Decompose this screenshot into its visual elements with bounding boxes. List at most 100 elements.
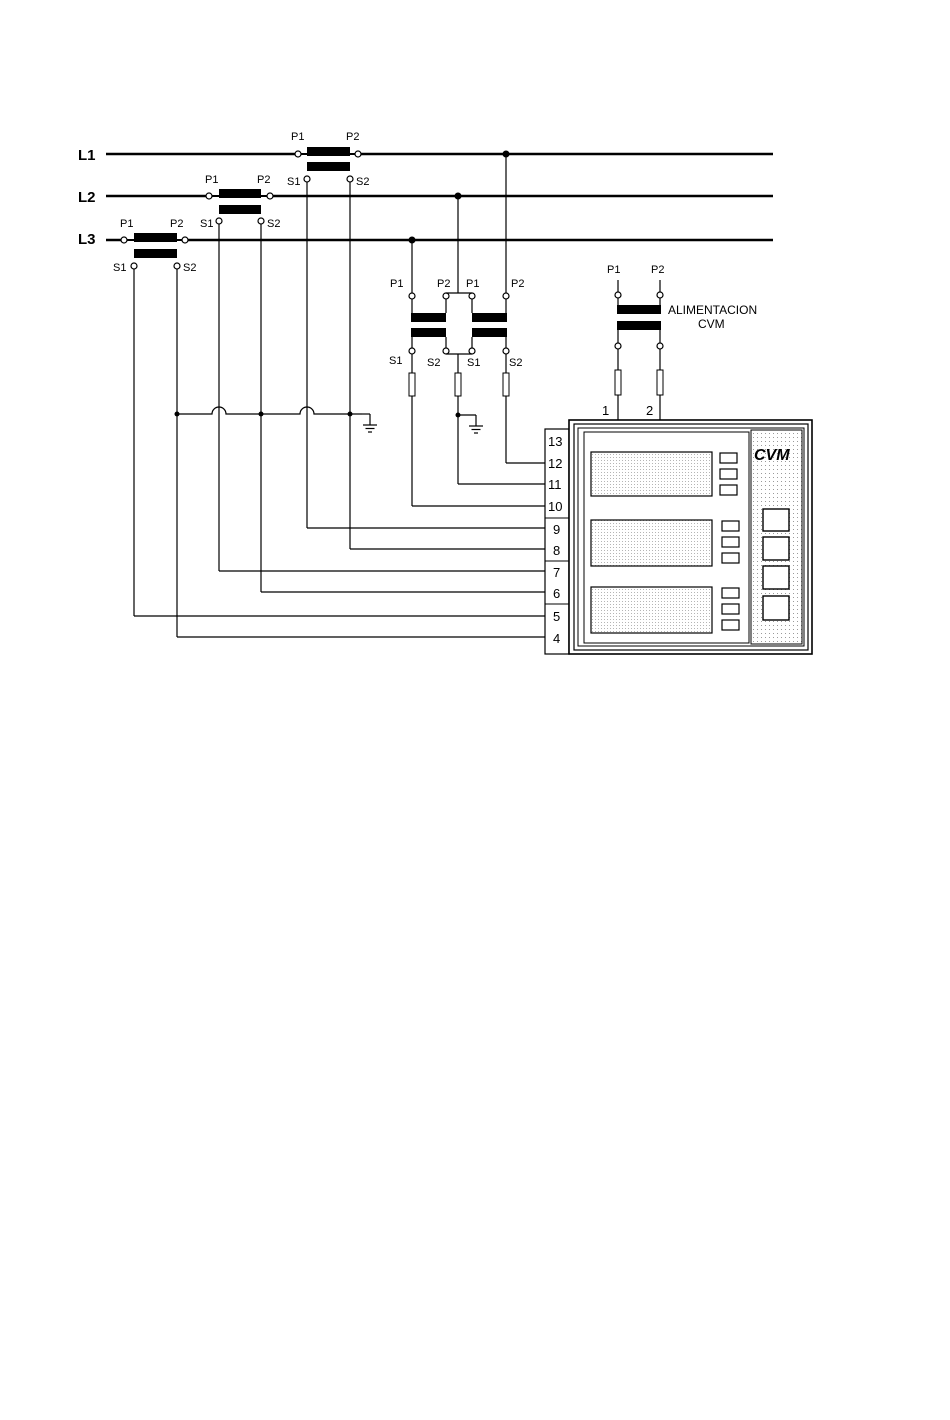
cvm-indicator [722,537,739,547]
phase-lines: L1 L2 L3 [78,147,773,248]
vt1-p1-label: P1 [390,278,403,290]
junction-dot [455,193,462,200]
terminal-6: 6 [553,586,560,601]
fuse-icon [503,373,509,396]
ground-icon [362,414,377,432]
vt2-s1-terminal [469,348,475,354]
supply-primary-core [617,305,661,314]
vt1-p2-label: P2 [437,278,450,290]
supply-transformer: P1 P2 ALIMENTACION CVM 1 2 [602,264,757,420]
supply-s2-terminal [657,343,663,349]
ct-l1-secondary-core [307,162,350,171]
vt1-p2-terminal [443,293,449,299]
terminal-4: 4 [553,631,560,646]
cvm-indicator [722,588,739,598]
ct-l3: P1 P2 S1 S2 [113,218,196,274]
supply-p2-terminal [657,292,663,298]
fuse-icon [657,370,663,395]
vt1-s2-terminal [443,348,449,354]
vt1-s2-label: S2 [427,357,440,369]
junction-dot [259,412,264,417]
ground-icon [458,415,483,433]
vt2-s2-label: S2 [509,357,522,369]
supply-note-line2: CVM [698,317,725,331]
ct-l3-p2-terminal [182,237,188,243]
vt1-primary-core [411,313,446,322]
ct-l3-secondary-core [134,249,177,258]
voltage-transformers: P1 P2 P1 P2 S1 S2 S1 S2 [389,151,545,507]
ct-l2-s2-label: S2 [267,218,280,230]
supply-p2-label: P2 [651,264,664,276]
vt1-s1-label: S1 [389,355,402,367]
line-label-l3: L3 [78,231,96,248]
ct-l1-p2-terminal [355,151,361,157]
ct-l2-primary-core [219,189,261,198]
ct-l1-s2-terminal [347,176,353,182]
common-secondary-bus [177,407,362,414]
vt2-primary-core [472,313,507,322]
cvm-indicator [720,485,737,495]
terminal-12: 12 [548,456,562,471]
vt2-s1-label: S1 [467,357,480,369]
supply-p1-terminal [615,292,621,298]
vt1-p1-terminal [409,293,415,299]
cvm-display-1 [591,452,712,496]
cvm-indicator [722,620,739,630]
terminal-13: 13 [548,434,562,449]
ct-l3-p2-label: P2 [170,218,183,230]
terminal-9: 9 [553,522,560,537]
cvm-key-3 [763,566,789,589]
terminal-8: 8 [553,543,560,558]
cvm-indicator [722,604,739,614]
ct-l1-s1-terminal [304,176,310,182]
cvm-indicator [722,521,739,531]
ct-l1-p2-label: P2 [346,131,359,143]
ct-l1-p1-label: P1 [291,131,304,143]
vt1-secondary-core [411,328,446,337]
fuse-icon [615,370,621,395]
ct-l1: P1 P2 S1 S2 [287,131,369,188]
cvm-indicator [722,553,739,563]
cvm-indicator [720,453,737,463]
ct-l3-p1-terminal [121,237,127,243]
terminal-11: 11 [548,477,562,492]
terminal-10: 10 [548,499,562,514]
vt1-s1-terminal [409,348,415,354]
ct-l2-s1-terminal [216,218,222,224]
vt2-p2-label: P2 [511,278,524,290]
ct-l2-s2-terminal [258,218,264,224]
ct-l2: P1 P2 S1 S2 [200,174,280,230]
ct-l3-s1-label: S1 [113,262,126,274]
junction-dot [348,412,353,417]
ct-l2-p1-label: P1 [205,174,218,186]
ct-secondary-wiring [134,182,545,637]
cvm-display-2 [591,520,712,566]
cvm-key-2 [763,537,789,560]
junction-dot [409,237,416,244]
supply-terminal-2-label: 2 [646,403,653,418]
terminal-block: 13 12 11 10 9 8 7 6 5 4 [545,429,569,654]
supply-p1-label: P1 [607,264,620,276]
vt2-secondary-core [472,328,507,337]
vt2-p2-terminal [503,293,509,299]
line-label-l1: L1 [78,147,96,164]
line-label-l2: L2 [78,189,96,206]
ct-l1-primary-core [307,147,350,156]
ct-l2-s1-label: S1 [200,218,213,230]
ct-l3-s2-terminal [174,263,180,269]
cvm-device: CVM [569,420,812,654]
terminal-5: 5 [553,609,560,624]
cvm-key-1 [763,509,789,531]
supply-terminal-1-label: 1 [602,403,609,418]
fuse-icon [455,373,461,396]
ct-l3-s2-label: S2 [183,262,196,274]
vt2-p1-label: P1 [466,278,479,290]
ct-l1-p1-terminal [295,151,301,157]
ct-l3-s1-terminal [131,263,137,269]
ct-l2-p1-terminal [206,193,212,199]
cvm-title: CVM [754,447,790,464]
vt2-s2-terminal [503,348,509,354]
vt2-p1-terminal [469,293,475,299]
cvm-indicator [720,469,737,479]
